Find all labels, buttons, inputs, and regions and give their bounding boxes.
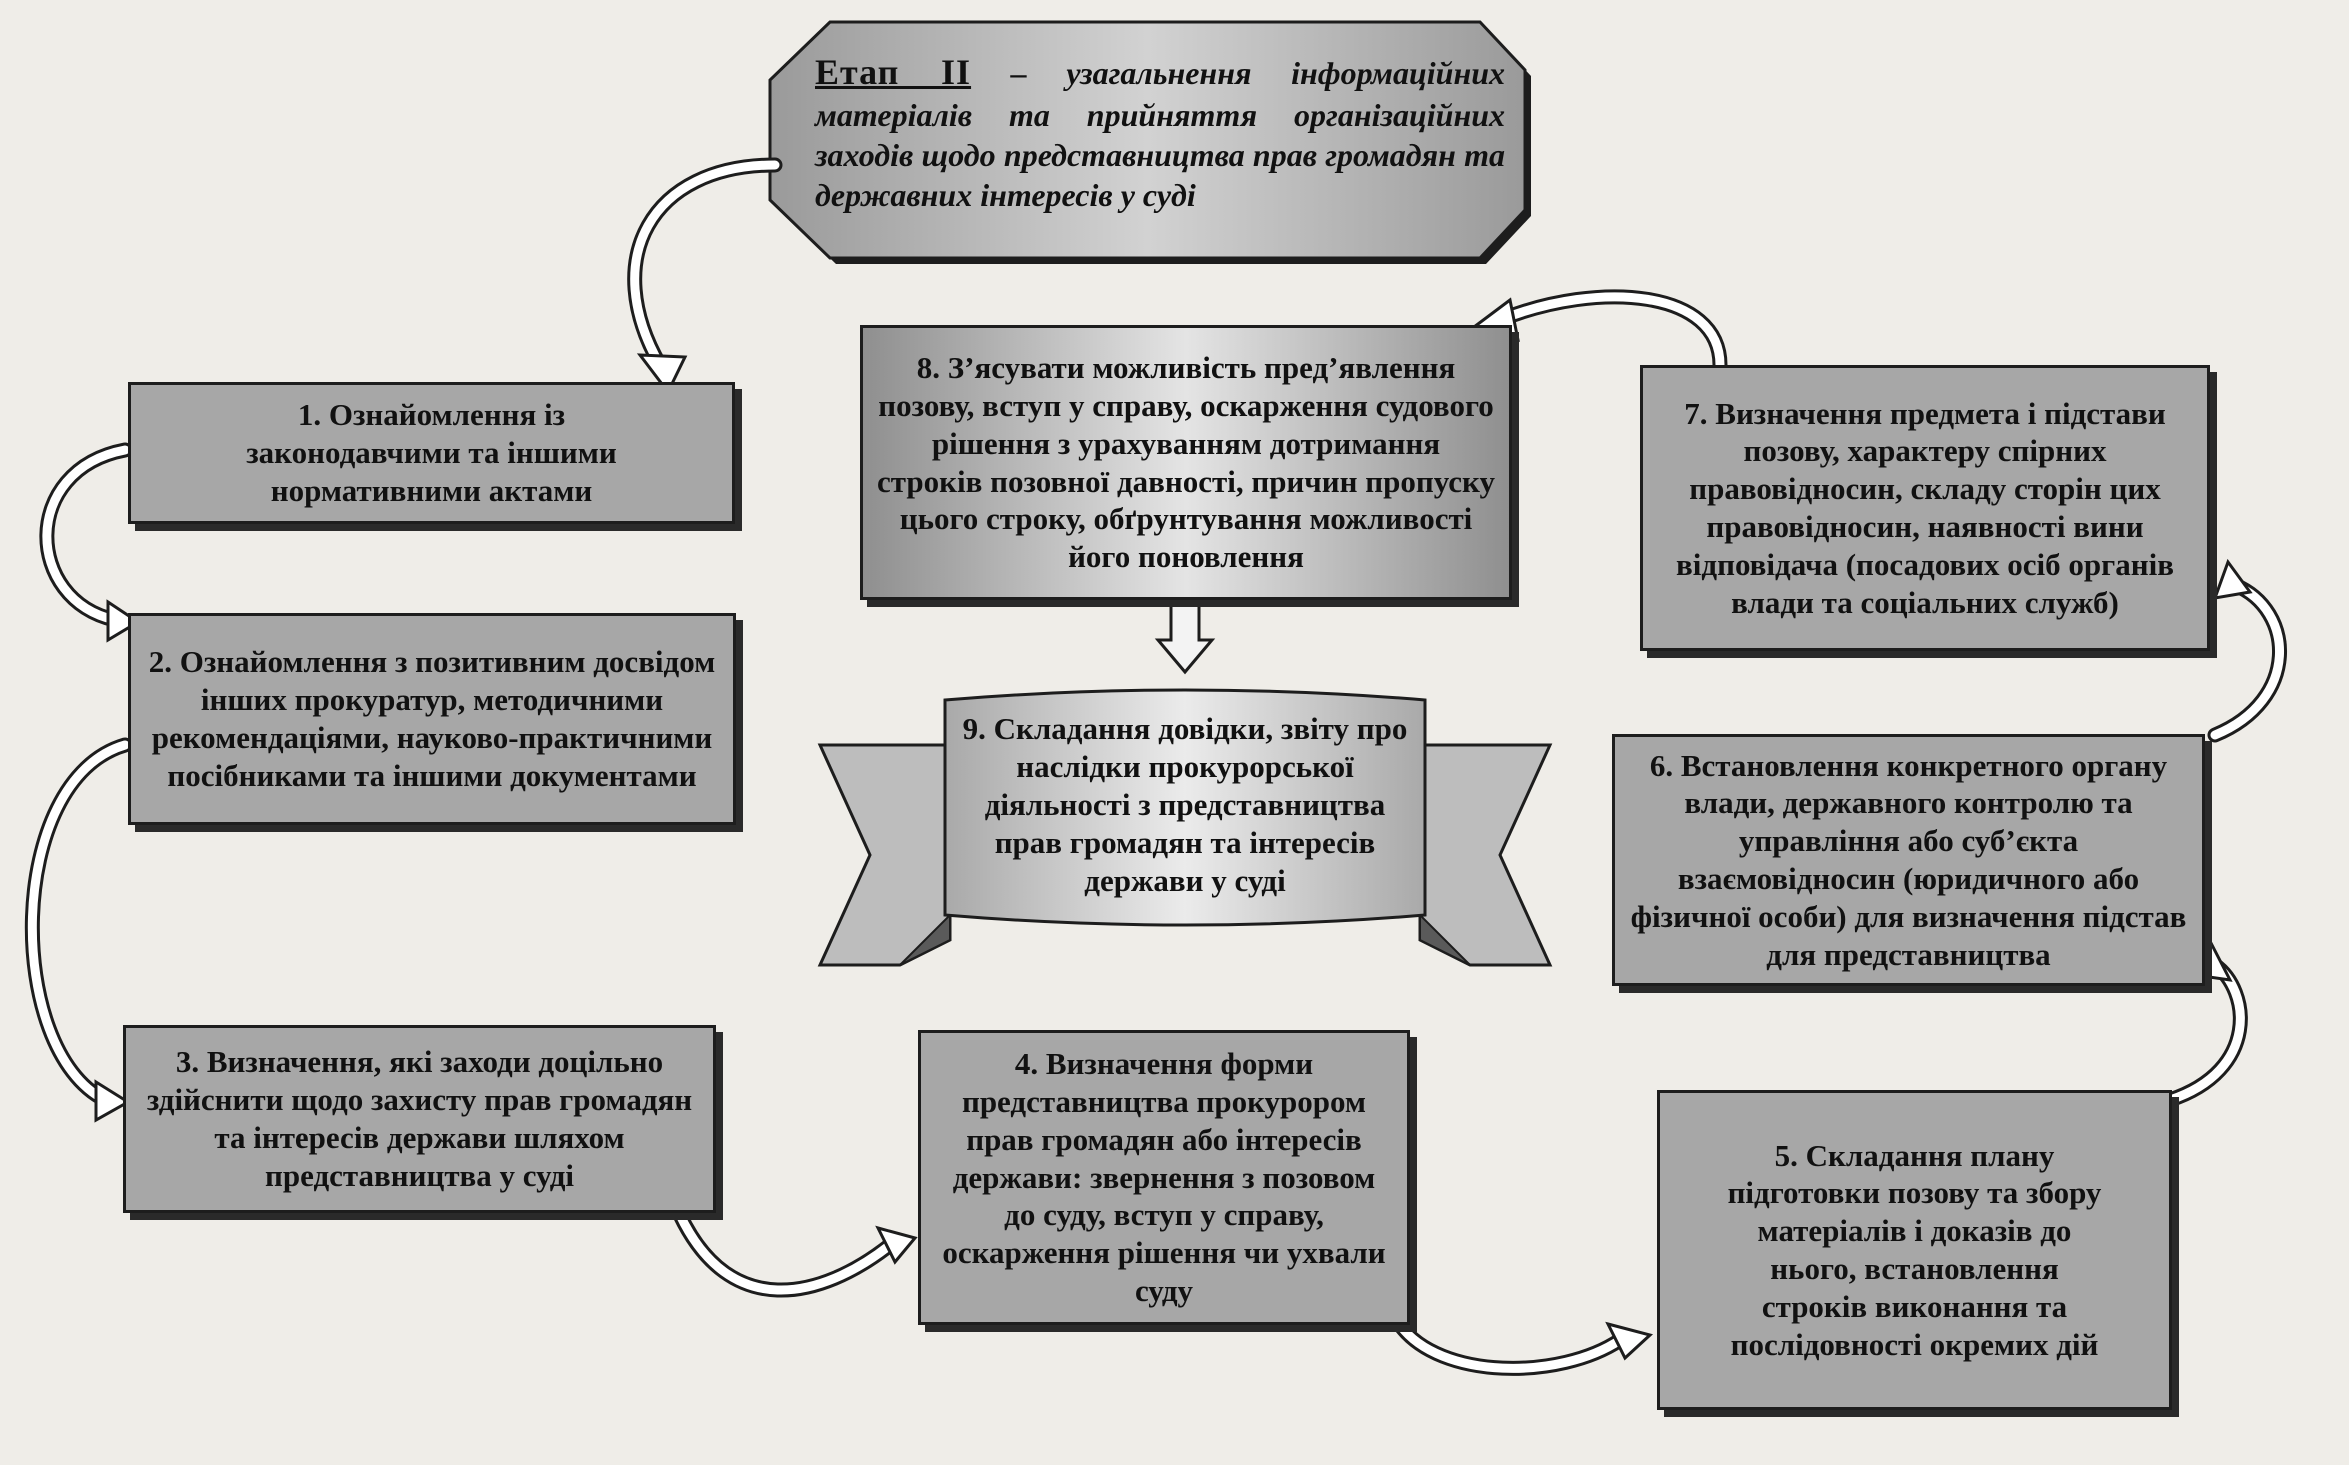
arrow-4-to-5 bbox=[1392, 1317, 1654, 1376]
step-6-text: 6. Встановлення конкретного органу влади… bbox=[1630, 747, 2187, 972]
step-4-text: 4. Визначення форми представництва проку… bbox=[942, 1046, 1386, 1309]
arrow-7-to-8 bbox=[1466, 289, 1728, 373]
step-7-text: 7. Визначення предмета і підстави позову… bbox=[1676, 395, 2174, 620]
arrow-3-to-4 bbox=[672, 1207, 918, 1298]
step-8-box: 8. З’ясувати можливість пред’явлення поз… bbox=[860, 325, 1512, 600]
stage-dash: – bbox=[971, 54, 1067, 91]
step-2-box: 2. Ознайомлення з позитивним досвідом ін… bbox=[128, 613, 736, 825]
ribbon-banner bbox=[817, 688, 1553, 967]
step-8-text: 8. З’ясувати можливість пред’явлення поз… bbox=[877, 350, 1495, 575]
step-9-text: 9. Складання довідки, звіту про наслідки… bbox=[962, 711, 1408, 898]
arrow-1-to-2 bbox=[39, 442, 141, 643]
step-7-box: 7. Визначення предмета і підстави позову… bbox=[1640, 365, 2210, 651]
arrow-8-to-9 bbox=[1154, 598, 1216, 675]
step-1-box: 1. Ознайомлення із законодавчими та інши… bbox=[128, 382, 735, 524]
stage-title: Етап II – узагальнення інформаційних мат… bbox=[780, 12, 1540, 252]
arrow-2-to-3 bbox=[24, 737, 133, 1123]
step-3-text: 3. Визначення, які заходи доцільно здійс… bbox=[146, 1044, 693, 1193]
arrow-6-to-7 bbox=[2207, 558, 2287, 743]
stage-octagon bbox=[768, 20, 1531, 264]
stage-text: Етап II – узагальнення інформаційних мат… bbox=[815, 50, 1505, 215]
step-6-box: 6. Встановлення конкретного органу влади… bbox=[1612, 734, 2205, 986]
step-1-text: 1. Ознайомлення із законодавчими та інши… bbox=[246, 397, 617, 508]
step-5-box: 5. Складання плану підготовки позову та … bbox=[1657, 1090, 2172, 1410]
step-5-text: 5. Складання плану підготовки позову та … bbox=[1727, 1137, 2102, 1362]
step-4-box: 4. Визначення форми представництва проку… bbox=[918, 1030, 1410, 1325]
step-3-box: 3. Визначення, які заходи доцільно здійс… bbox=[123, 1025, 716, 1213]
step-2-text: 2. Ознайомлення з позитивним досвідом ін… bbox=[148, 644, 716, 793]
stage-label: Етап II bbox=[815, 51, 972, 92]
arrow-stage-to-1 bbox=[627, 157, 783, 395]
stage-description: узагальнення інформаційних матеріалів та… bbox=[815, 54, 1506, 213]
